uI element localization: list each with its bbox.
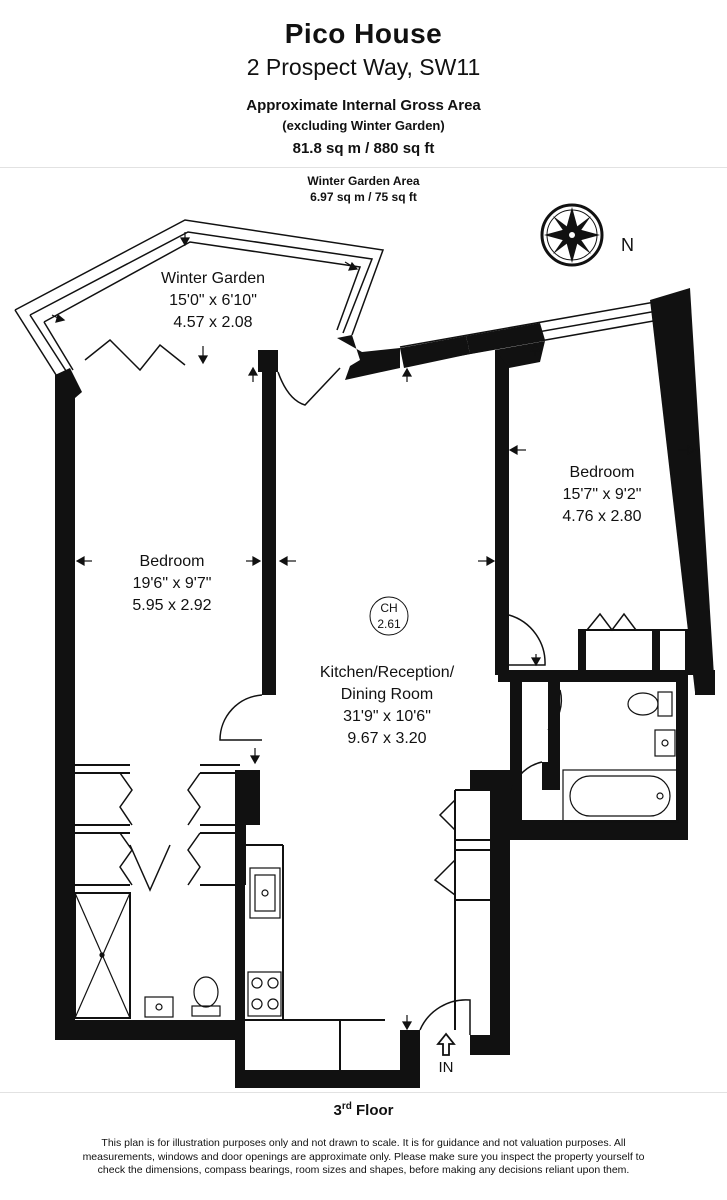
ceiling-height-value: 2.61: [377, 617, 401, 631]
winter-garden-area-value: 6.97 sq m / 75 sq ft: [310, 190, 417, 204]
walls: [55, 288, 715, 1088]
room-imperial-winter-garden: 15'0" x 6'10": [169, 292, 257, 309]
room-name-kitchen: Kitchen/Reception/: [320, 664, 455, 681]
bathroom-fittings: [562, 691, 679, 823]
ceiling-height-label: CH: [380, 601, 397, 615]
room-imperial-bedroom-2: 15'7" x 9'2": [563, 486, 642, 503]
header-divider: [0, 167, 727, 168]
winter-garden-glazing: [14, 219, 385, 379]
shower-tray: [74, 892, 131, 1019]
room-metric-bedroom-1: 5.95 x 2.92: [132, 597, 211, 614]
room-name-bedroom-1: Bedroom: [140, 553, 205, 570]
kitchen-fittings: [247, 867, 282, 1017]
property-address: 2 Prospect Way, SW11: [246, 54, 481, 80]
ensuite-fittings: [144, 976, 221, 1018]
entrance-label: IN: [439, 1059, 454, 1076]
area-note: (excluding Winter Garden): [282, 118, 445, 133]
ceiling-height-badge: CH 2.61: [369, 596, 409, 636]
property-title: Pico House: [284, 18, 443, 49]
room-name-kitchen-line2: Dining Room: [341, 686, 433, 703]
footer-divider: [0, 1092, 727, 1093]
floor-label: 3rd Floor: [0, 1101, 727, 1119]
area-value: 81.8 sq m / 880 sq ft: [292, 140, 435, 157]
compass-north-label: N: [621, 235, 634, 255]
door-swings: [84, 338, 637, 1035]
floor-number: 3: [333, 1102, 342, 1119]
room-name-winter-garden: Winter Garden: [161, 270, 265, 287]
floor-plan: N: [14, 203, 715, 1088]
room-imperial-kitchen: 31'9" x 10'6": [343, 708, 431, 725]
dimension-markers: [51, 232, 697, 1031]
compass-icon: [540, 203, 604, 267]
room-name-bedroom-2: Bedroom: [570, 464, 635, 481]
disclaimer: This plan is for illustration purposes o…: [82, 1137, 645, 1176]
room-metric-winter-garden: 4.57 x 2.08: [173, 314, 252, 331]
room-imperial-bedroom-1: 19'6" x 9'7": [133, 575, 212, 592]
floor-word: Floor: [356, 1102, 394, 1119]
floor-ordinal-suffix: rd: [341, 1101, 352, 1112]
entrance-arrow-icon: [436, 1032, 456, 1056]
room-metric-kitchen: 9.67 x 3.20: [347, 730, 426, 747]
wardrobes: [119, 772, 456, 896]
winter-garden-area-heading: Winter Garden Area: [307, 174, 420, 188]
room-metric-bedroom-2: 4.76 x 2.80: [562, 508, 641, 525]
area-heading: Approximate Internal Gross Area: [246, 97, 481, 114]
